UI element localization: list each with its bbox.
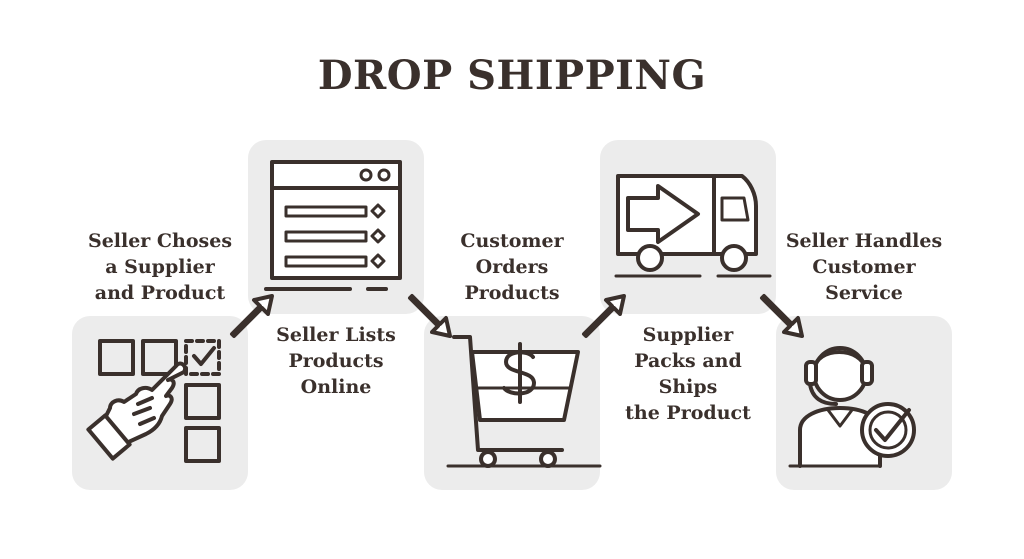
diagram-title: DROP SHIPPING <box>317 52 707 99</box>
arrow-step2-to-step3 <box>408 294 452 338</box>
headset-support-agent-icon <box>788 346 916 468</box>
arrow-step1-to-step2 <box>230 294 274 338</box>
delivery-truck-icon <box>614 174 772 278</box>
hand-pointer-checklist-icon <box>86 339 221 463</box>
arrow-step4-to-step5 <box>760 294 804 338</box>
shopping-cart-dollar-icon <box>446 335 602 468</box>
arrow-step3-to-step4 <box>582 294 626 338</box>
browser-product-list-icon <box>264 160 402 291</box>
